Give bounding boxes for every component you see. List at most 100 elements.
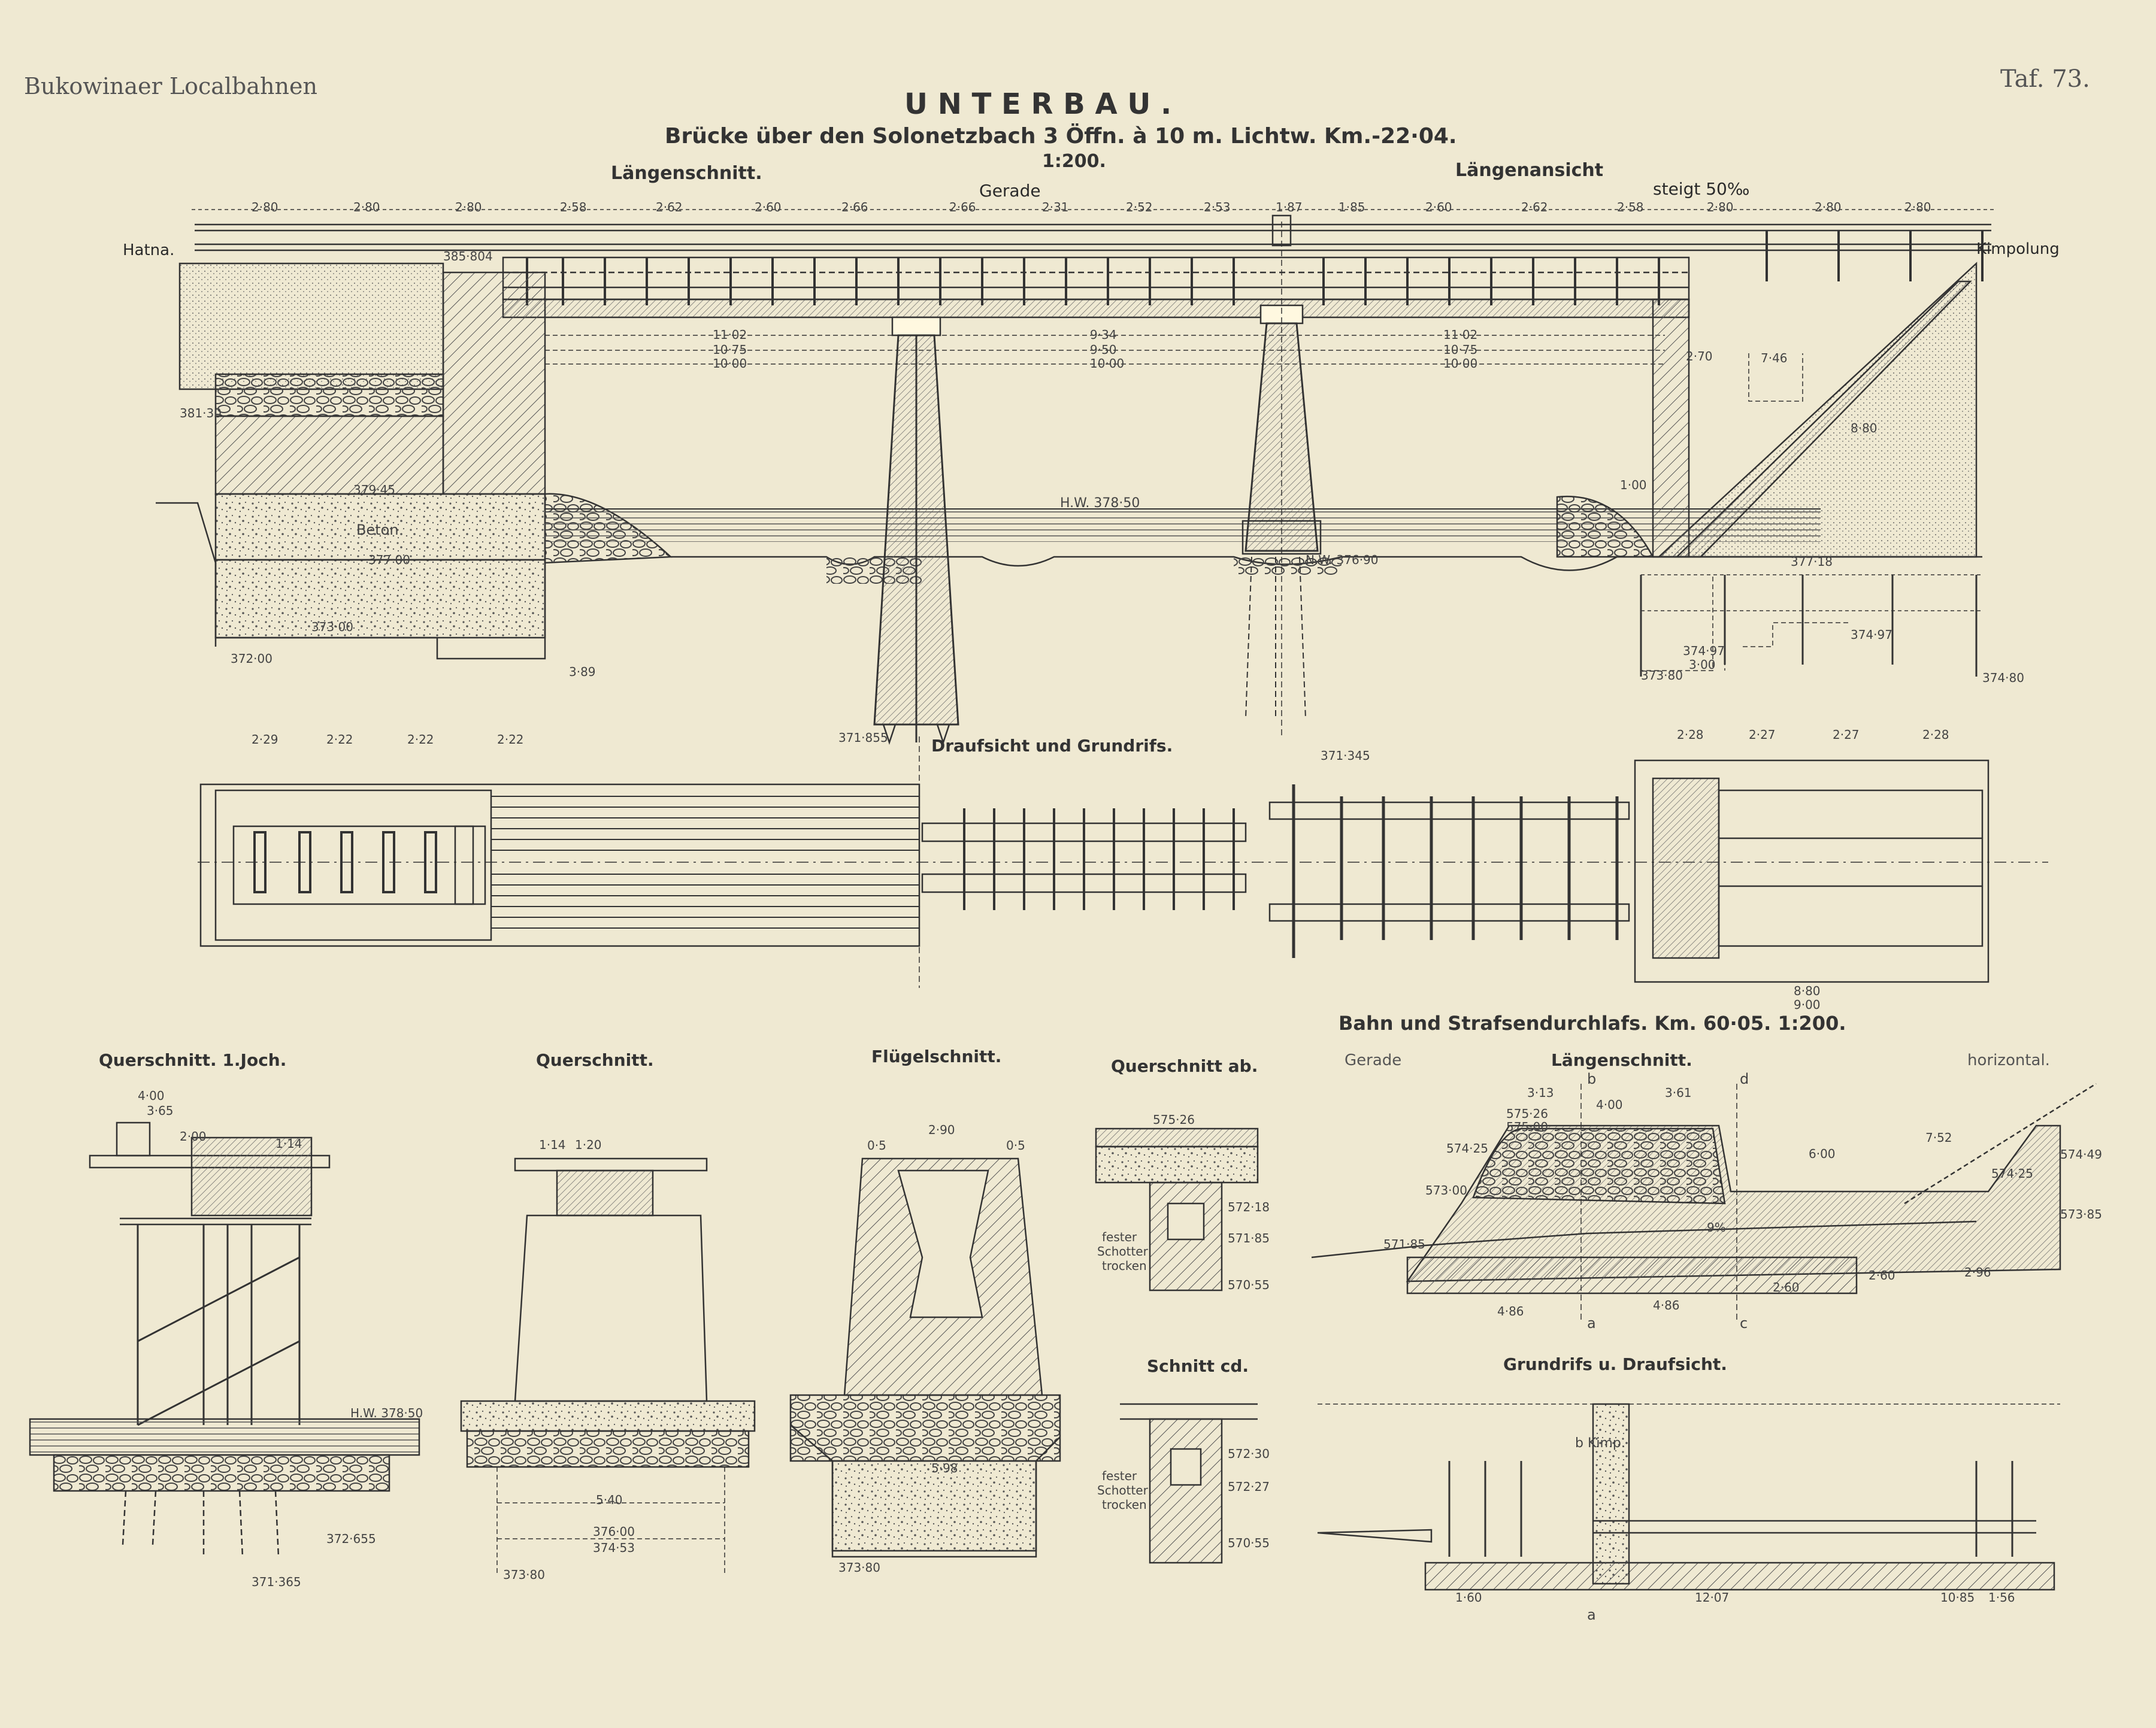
railway-name: Bukowinaer Localbahnen: [24, 73, 317, 99]
soil-note: Schotter: [1097, 1483, 1148, 1497]
section-dim: 570·55: [1228, 1536, 1270, 1550]
plan-dim: 8·80: [1794, 984, 1821, 998]
span-dim: 9·34: [1090, 328, 1117, 342]
top-dim: 2·80: [353, 200, 380, 214]
culvert-dim: 7·52: [1925, 1130, 1952, 1145]
top-dim: 2·60: [1425, 200, 1452, 214]
level-mark: 379·45: [353, 483, 395, 497]
section-dim: 372·655: [326, 1532, 376, 1546]
culvert-dim: 575·00: [1506, 1120, 1548, 1134]
section-dim: 572·18: [1228, 1200, 1270, 1214]
culvert-dim: 3·13: [1527, 1086, 1554, 1100]
level-mark: 371·855: [838, 730, 888, 745]
low-water-label: N.W. 376·90: [1306, 553, 1379, 567]
span-dim: 10·00: [1443, 356, 1478, 371]
culvert-dim: 1·60: [1455, 1590, 1482, 1605]
section-dim: 0·5: [1006, 1138, 1025, 1153]
top-dim: 2·52: [1126, 200, 1153, 214]
span-dim: 10·75: [1443, 342, 1478, 357]
section-dim: 575·26: [1153, 1112, 1195, 1127]
span-dim: 10·00: [1090, 356, 1125, 371]
culvert-dim: 9%: [1707, 1220, 1726, 1235]
section-q1-heading: Querschnitt. 1.Joch.: [99, 1050, 287, 1070]
level-mark: 374·97: [1683, 644, 1725, 658]
culvert-dim: 4·86: [1497, 1304, 1524, 1318]
top-dim: 1·85: [1339, 200, 1365, 214]
section-dim: 1·14: [539, 1138, 566, 1152]
plan-dim: 2·22: [407, 732, 434, 747]
plan-dim: 2·22: [497, 732, 524, 747]
section-q2-heading: Querschnitt.: [536, 1050, 654, 1070]
section-marker: a: [1587, 1606, 1596, 1623]
span-dim: 10·00: [713, 356, 747, 371]
top-dim: 2·62: [1521, 200, 1548, 214]
section-marker: b: [1587, 1071, 1597, 1087]
plan-dim: 2·28: [1922, 727, 1949, 742]
culvert-heading: Längenschnitt.: [1551, 1050, 1692, 1070]
level-mark: 8·80: [1851, 421, 1878, 435]
section-dim: 1·14: [275, 1136, 302, 1151]
top-dim: 1·87: [1276, 200, 1303, 214]
span-dim: 10·75: [713, 342, 747, 357]
section-dim: 376·00: [593, 1524, 635, 1539]
plan-dim: 2·28: [1677, 727, 1704, 742]
culvert-dim: 573·00: [1425, 1183, 1467, 1198]
culvert-dim: 4·00: [1596, 1098, 1623, 1112]
section-wing-heading: Flügelschnitt.: [871, 1047, 1002, 1066]
section-dim: 374·53: [593, 1541, 635, 1555]
plan-dim: 9·00: [1794, 998, 1821, 1012]
culvert-dim: 574·49: [2060, 1147, 2102, 1162]
top-dim: 2·80: [455, 200, 482, 214]
top-dim: 2·58: [1617, 200, 1644, 214]
culvert-dim: 575·26: [1506, 1106, 1548, 1121]
section-dim: 5·40: [596, 1493, 623, 1507]
soil-note: fester: [1102, 1469, 1137, 1483]
station-left: Hatna.: [123, 241, 175, 259]
top-dim: 2·31: [1042, 200, 1069, 214]
section-marker: a: [1587, 1315, 1596, 1332]
level-mark: 371·345: [1321, 748, 1370, 763]
section-dim: 3·65: [147, 1104, 174, 1118]
section-cd-heading: Schnitt cd.: [1147, 1356, 1249, 1376]
level-mark: 385·804: [443, 249, 493, 263]
culvert-dim: 574·25: [1991, 1166, 2033, 1181]
top-dim: 2·62: [656, 200, 683, 214]
level-mark: 374·80: [1982, 671, 2024, 685]
plan-heading: Draufsicht und Grundrifs.: [931, 736, 1173, 756]
section-marker: c: [1740, 1315, 1748, 1332]
span-dim: 11·02: [1443, 328, 1478, 342]
top-dim: 2·80: [1904, 200, 1931, 214]
top-dim: 2·60: [755, 200, 782, 214]
section-dim: 4·00: [138, 1089, 165, 1103]
section-dim: 5·98: [931, 1461, 958, 1475]
culvert-dim: 3·61: [1665, 1086, 1692, 1100]
culvert-dim: 10·85: [1940, 1590, 1975, 1605]
plan-dim: 2·27: [1833, 727, 1860, 742]
high-water-label: H.W. 378·50: [1060, 496, 1140, 511]
level-mark: 374·97: [1851, 627, 1892, 642]
top-dim: 2·66: [841, 200, 868, 214]
section-dim: 572·30: [1228, 1447, 1270, 1461]
plan-dim: 2·29: [252, 732, 278, 747]
section-marker: d: [1740, 1071, 1749, 1087]
culvert-dim: 12·07: [1695, 1590, 1730, 1605]
culvert-dim: 2·60: [1773, 1280, 1800, 1295]
level-mark: 1·00: [1620, 478, 1647, 492]
top-dim: 2·80: [1707, 200, 1734, 214]
section-ab-heading: Querschnitt ab.: [1111, 1056, 1258, 1076]
gradient-label: steigt 50‰: [1653, 179, 1750, 199]
section-dim: 571·85: [1228, 1231, 1270, 1245]
plan-dim: 2·22: [326, 732, 353, 747]
culvert-horizontal: horizontal.: [1967, 1051, 2050, 1069]
alignment-label: Gerade: [979, 181, 1041, 201]
top-dim: 2·53: [1204, 200, 1231, 214]
culvert-title: Bahn und Strafsendurchlafs. Km. 60·05. 1…: [1339, 1012, 1846, 1035]
section-dim: 572·27: [1228, 1480, 1270, 1494]
top-dim: 2·66: [949, 200, 976, 214]
section-dim: 2·00: [180, 1129, 207, 1144]
section-dim: 373·80: [838, 1560, 880, 1575]
plate-number: Taf. 73.: [2000, 65, 2090, 93]
level-mark: 3·00: [1689, 657, 1716, 672]
